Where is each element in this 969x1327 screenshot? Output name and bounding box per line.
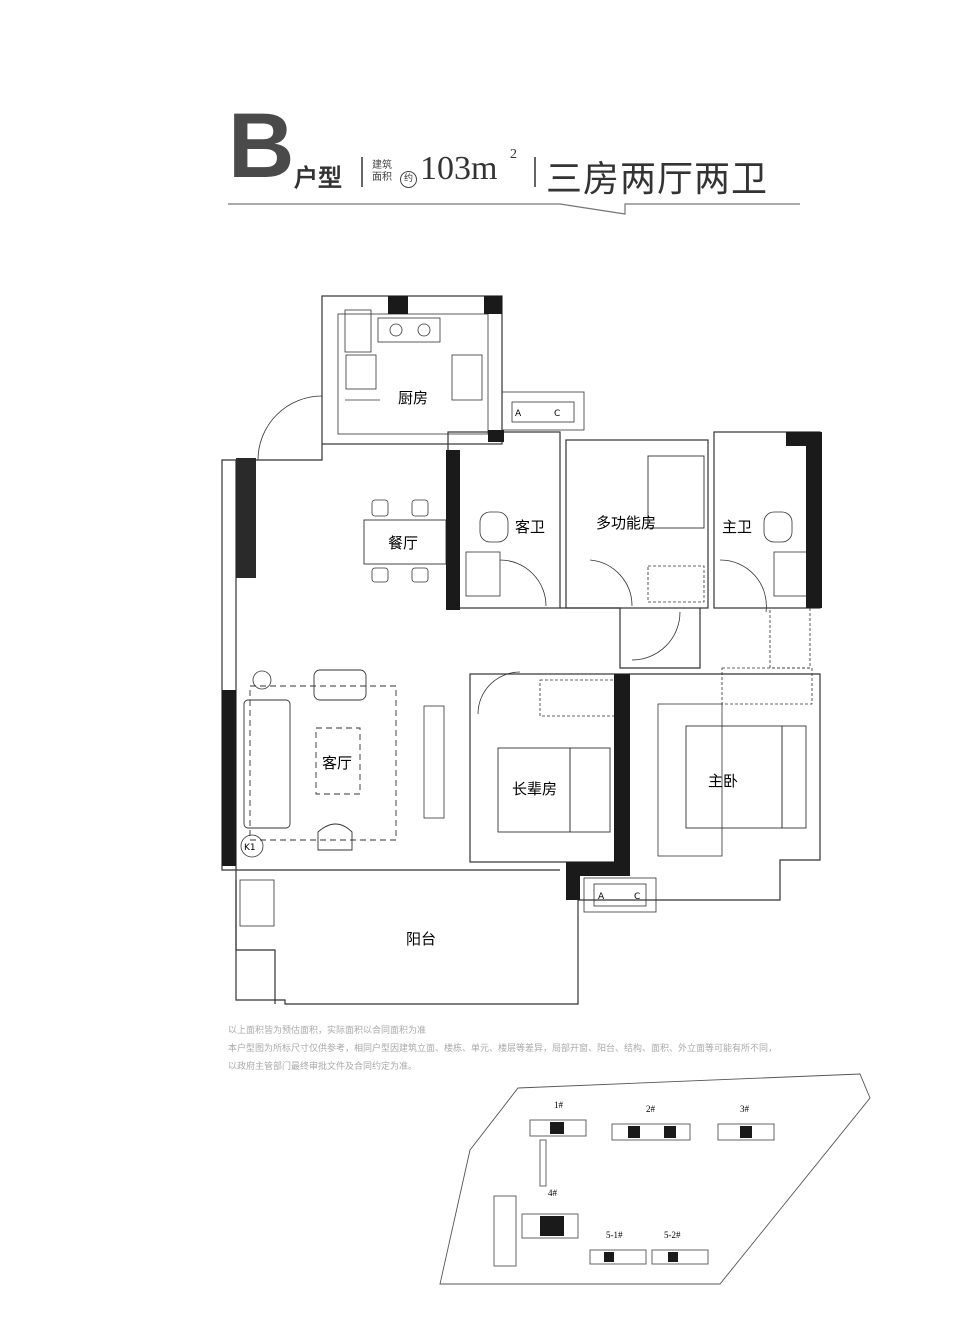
balcony-label: 阳台 [406,930,436,948]
area-label-line1: 建筑 [372,160,392,171]
note-line-2: 本户型图为所标尺寸仅供参考，相同户型因建筑立面、楼栋、单元、楼层等差异，局部开窗… [228,1044,778,1054]
area-label-line2: 面积 [372,172,392,183]
divider [361,157,363,187]
ac-label-a: A [598,892,605,902]
building-3-label: 3# [740,1104,750,1114]
area-value: 103m [420,150,498,187]
ac-label-a: A [515,409,522,419]
building-2-label: 2# [646,1104,656,1114]
area-label: 建筑 面积 [372,160,396,184]
unit-type-letter: B [228,95,295,197]
area-superscript: 2 [510,147,517,162]
building-4-label: 4# [548,1188,558,1198]
elder-room-label: 长辈房 [512,780,557,798]
multi-room-outline [565,439,709,609]
note-line-1: 以上面积皆为预估面积，实际面积以合同面积为准 [228,1026,427,1036]
building-5-2-label: 5-2# [664,1230,681,1240]
building-1-label: 1# [554,1100,564,1110]
note-line-3: 以政府主管部门最终审批文件及合同约定为准。 [228,1062,418,1072]
disclaimer-notes: 以上面积皆为预估面积，实际面积以合同面积为准 本户型图为所标尺寸仅供参考，相同户… [228,1022,848,1076]
unit-type-label: 户型 [294,164,342,192]
multi-room-label: 多功能房 [596,514,656,532]
ac-label-c: C [634,892,640,902]
divider [534,157,536,187]
living-label: 客厅 [322,754,352,772]
kitchen-outline [321,295,503,445]
building-5-1-label: 5-1# [606,1230,623,1240]
master-bath-label: 主卫 [722,518,752,536]
master-bed-label: 主卧 [708,772,738,790]
approx-badge: 约 [400,171,417,188]
header-underline [228,203,800,215]
kitchen-label: 厨房 [398,389,428,407]
ac-label-c: C [554,409,560,419]
dining-label: 餐厅 [388,534,418,552]
k-label: K1 [244,843,256,853]
guest-bath-label: 客卫 [515,518,545,536]
layout-description: 三房两厅两卫 [546,159,769,200]
